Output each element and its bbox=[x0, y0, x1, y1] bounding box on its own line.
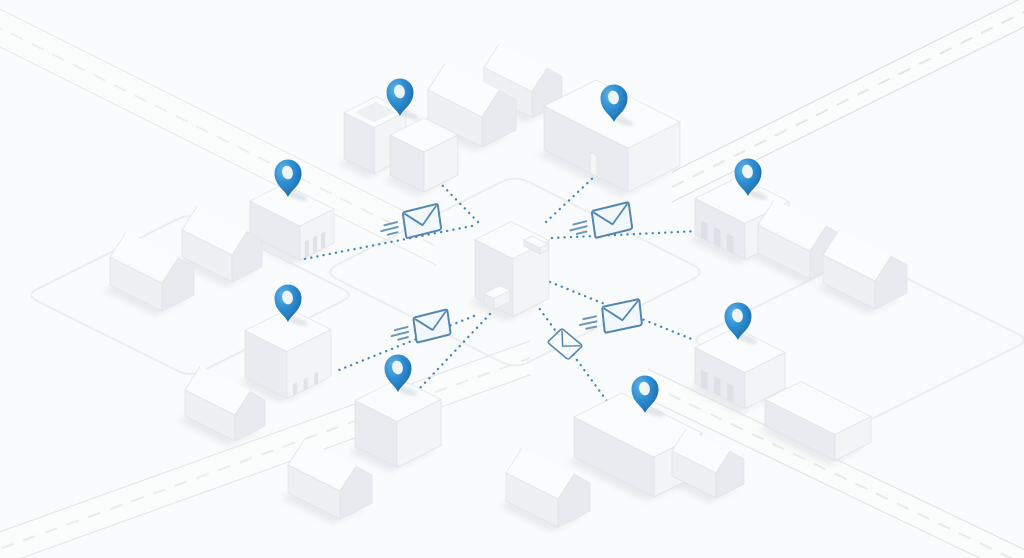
house-right-2 bbox=[822, 229, 908, 310]
pin-bottom-right bbox=[724, 302, 758, 344]
building-lower-left bbox=[244, 308, 332, 400]
speed-lines-icon bbox=[569, 225, 588, 232]
speed-lines-icon bbox=[575, 230, 588, 235]
house-bottom-left-2 bbox=[287, 439, 373, 520]
speed-lines-icon bbox=[572, 220, 588, 226]
speed-lines-icon bbox=[585, 325, 598, 330]
central-hub-building-roof-vent bbox=[523, 235, 549, 255]
envelope-bottom bbox=[547, 328, 583, 360]
link-top-left bbox=[404, 146, 480, 224]
house-top-1 bbox=[427, 62, 517, 148]
speed-lines-icon bbox=[393, 325, 409, 332]
central-hub-building-entrance-step bbox=[483, 285, 511, 311]
envelope-left bbox=[380, 203, 443, 239]
house-bottom-right bbox=[671, 428, 745, 499]
link-lower-left bbox=[332, 314, 476, 374]
envelope-right-lower bbox=[578, 298, 643, 334]
building-bottom-left bbox=[354, 378, 442, 469]
speed-lines-icon bbox=[582, 315, 598, 321]
link-right-lower bbox=[548, 280, 696, 342]
road-top-right bbox=[665, 0, 1024, 203]
speed-lines-icon bbox=[578, 320, 598, 326]
pin-right bbox=[734, 158, 768, 200]
house-bottom-left-1 bbox=[184, 365, 266, 442]
link-bottom-left bbox=[418, 312, 492, 390]
envelopes bbox=[380, 201, 643, 360]
link-right bbox=[550, 229, 702, 240]
pin-top-right bbox=[600, 84, 634, 126]
pin-bottom-left bbox=[384, 354, 418, 396]
link-bottom bbox=[534, 302, 614, 410]
building-flat-bottom-right bbox=[764, 381, 872, 462]
road-top-left bbox=[0, 6, 445, 266]
pin-left bbox=[274, 159, 308, 201]
speed-lines-icon bbox=[390, 330, 410, 338]
shop-bottom-right bbox=[694, 327, 786, 410]
house-left-2 bbox=[109, 231, 195, 312]
envelope-right bbox=[569, 201, 634, 239]
house-left-1 bbox=[181, 205, 263, 283]
pin-lower-left bbox=[274, 284, 308, 326]
house-bottom-center bbox=[505, 447, 591, 528]
pin-top-left bbox=[386, 78, 420, 120]
buildings bbox=[109, 43, 908, 528]
central-hub-building bbox=[474, 221, 550, 318]
envelope-icon bbox=[547, 328, 583, 360]
speed-lines-icon bbox=[397, 336, 409, 341]
building-top-left-annex bbox=[389, 117, 459, 193]
speed-lines-icon bbox=[383, 221, 399, 227]
city-block-outline-left bbox=[30, 215, 350, 375]
speed-lines-icon bbox=[386, 231, 399, 236]
pin-bottom bbox=[631, 375, 665, 417]
envelope-lower-left bbox=[390, 308, 452, 344]
pins bbox=[274, 78, 768, 417]
city-block-outline-center bbox=[329, 177, 701, 367]
road-bottom-right bbox=[641, 368, 1024, 558]
speed-lines-icon bbox=[380, 226, 399, 233]
